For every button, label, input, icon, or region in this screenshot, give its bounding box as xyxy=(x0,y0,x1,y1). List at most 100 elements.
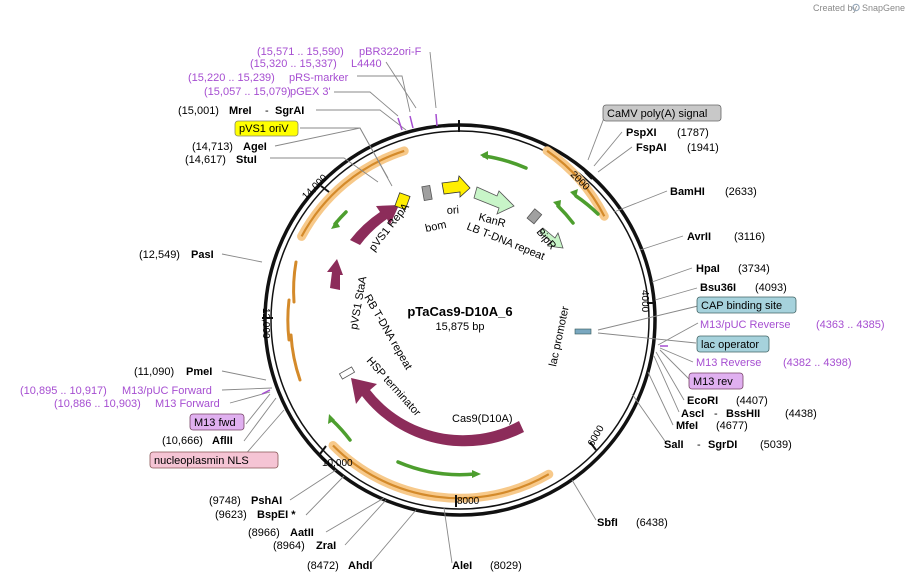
line-m13fwd xyxy=(245,393,271,425)
lac-op-label: lac operator xyxy=(701,339,759,351)
primer-tick-top-3 xyxy=(435,113,438,127)
line-cap xyxy=(597,305,699,331)
camv-box[interactable] xyxy=(602,104,722,122)
stui-pos: (14,617) xyxy=(185,154,226,166)
kanr-arrow xyxy=(473,186,515,215)
aatii-name[interactable]: AatII xyxy=(290,527,314,539)
lac-promoter-box xyxy=(574,328,592,335)
line-pmei xyxy=(221,370,267,381)
pgex-name[interactable]: pGEX 3' xyxy=(290,86,331,98)
alei-name[interactable]: AleI xyxy=(452,560,472,572)
line-alei xyxy=(443,507,453,564)
mfei-pos: (4677) xyxy=(716,420,748,432)
line-pbr xyxy=(429,51,437,109)
line-lac-op xyxy=(597,332,697,344)
snapgene-logo-icon xyxy=(852,3,860,12)
hpai-pos: (3734) xyxy=(738,263,770,275)
agei-name[interactable]: AgeI xyxy=(243,141,267,153)
bsu36i-pos: (4093) xyxy=(755,282,787,294)
primer-tick-top-1 xyxy=(397,117,403,131)
nls-box[interactable] xyxy=(149,451,279,469)
m13puc-rev-name[interactable]: M13/pUC Reverse xyxy=(700,319,790,331)
m13-fwd-name[interactable]: M13 Forward xyxy=(155,398,220,410)
mfei-name[interactable]: MfeI xyxy=(676,420,698,432)
line-nls xyxy=(243,409,285,457)
pmei-name[interactable]: PmeI xyxy=(186,366,212,378)
hpai-name[interactable]: HpaI xyxy=(696,263,720,275)
label-bom: bom xyxy=(424,219,447,235)
prs-name[interactable]: pRS-marker xyxy=(289,72,349,84)
line-pgex xyxy=(334,91,399,117)
green-head-3 xyxy=(553,200,561,209)
line-bamhi xyxy=(613,190,668,213)
cap-box[interactable] xyxy=(696,296,797,314)
orange-side-arrows xyxy=(286,260,302,382)
bsu36i-name[interactable]: Bsu36I xyxy=(700,282,736,294)
label-lb-tdna: LB T-DNA repeat xyxy=(465,221,546,263)
pspxi-name[interactable]: PspXI xyxy=(626,127,657,139)
ahdi-name[interactable]: AhdI xyxy=(348,560,372,572)
pmei-pos: (11,090) xyxy=(134,366,174,378)
m13rev-box[interactable] xyxy=(688,372,744,390)
m13-rev-pos: (4382 .. 4398) xyxy=(783,357,852,369)
m13fwd-box[interactable] xyxy=(189,413,245,431)
sgrai-name[interactable]: SgrAI xyxy=(275,105,304,117)
sbfi-pos: (6438) xyxy=(636,517,668,529)
pvs1-oriv-label-box[interactable] xyxy=(234,120,299,137)
green-arrow-4 xyxy=(396,460,477,477)
avrii-name[interactable]: AvrII xyxy=(687,231,711,243)
lac-op-box[interactable] xyxy=(696,335,770,353)
green-head-4 xyxy=(472,470,481,478)
line-m13rev-box xyxy=(659,349,691,381)
pasi-name[interactable]: PasI xyxy=(191,249,214,261)
pgex-pos: (15,057 .. 15,079) xyxy=(204,86,291,98)
pasi-pos: (12,549) xyxy=(139,249,180,261)
aatii-pos: (8966) xyxy=(248,527,280,539)
pshai-name[interactable]: PshAI xyxy=(251,495,282,507)
bamhi-pos: (2633) xyxy=(725,186,757,198)
mrei-name[interactable]: MreI xyxy=(229,105,252,117)
bom-box xyxy=(421,184,433,202)
aflii-name[interactable]: AflII xyxy=(212,435,233,447)
fspai-name[interactable]: FspAI xyxy=(636,142,667,154)
line-asci xyxy=(653,355,680,413)
m13puc-rev-pos: (4363 .. 4385) xyxy=(816,319,885,331)
nls-label: nucleoplasmin NLS xyxy=(154,455,249,467)
line-aatii xyxy=(325,497,385,533)
line-mrei xyxy=(316,109,407,131)
pvs1-oriv-box xyxy=(394,192,411,211)
callout-lines xyxy=(221,51,699,564)
orange-line-3 xyxy=(300,149,405,237)
bspei-pos: (9623) xyxy=(215,509,247,521)
fspai-pos: (1941) xyxy=(687,142,719,154)
stui-name[interactable]: StuI xyxy=(236,154,257,166)
m13-rev-name[interactable]: M13 Reverse xyxy=(696,357,761,369)
bamhi-name[interactable]: BamHI xyxy=(670,186,705,198)
m13rev-label: M13 rev xyxy=(693,376,733,388)
sgrdi-name[interactable]: SgrDI xyxy=(708,439,737,451)
line-pspxi xyxy=(593,131,623,167)
bsshii-name[interactable]: BssHII xyxy=(726,408,760,420)
pbr-pos: (15,571 .. 15,590) xyxy=(257,46,344,58)
pvs1-oriv-label: pVS1 oriV xyxy=(239,123,289,135)
line-m13puc-fwd xyxy=(221,387,273,391)
ecori-name[interactable]: EcoRI xyxy=(687,395,718,407)
line-bsu36i xyxy=(654,287,698,301)
sali-name[interactable]: SalI xyxy=(664,439,684,451)
pshai-pos: (9748) xyxy=(209,495,241,507)
pbr-name[interactable]: pBR322ori-F xyxy=(359,46,422,58)
bspei-name[interactable]: BspEI * xyxy=(257,509,296,521)
zrai-name[interactable]: ZraI xyxy=(316,540,336,552)
orange-line-1 xyxy=(546,149,606,217)
line-hpai xyxy=(651,267,693,283)
camv-label: CaMV poly(A) signal xyxy=(607,108,707,120)
l4440-name[interactable]: L4440 xyxy=(351,58,382,70)
sbfi-name[interactable]: SbfI xyxy=(597,517,618,529)
green-arrow-3 xyxy=(556,204,575,225)
orange-arrow-left-2 xyxy=(286,298,291,342)
ring-ticks xyxy=(262,120,656,507)
cap-label: CAP binding site xyxy=(701,300,782,312)
asci-name[interactable]: AscI xyxy=(681,408,704,420)
line-mfei xyxy=(647,371,674,426)
m13puc-fwd-name[interactable]: M13/pUC Forward xyxy=(122,385,212,397)
